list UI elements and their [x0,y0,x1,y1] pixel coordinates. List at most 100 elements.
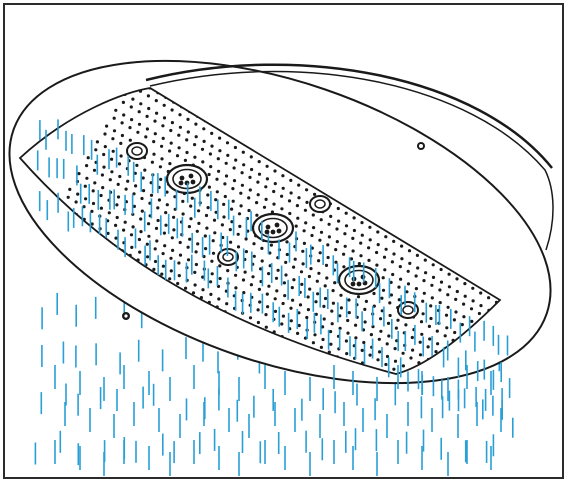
spray-hole [354,323,358,327]
spray-hole [91,189,95,193]
spray-hole [368,225,372,229]
spray-hole [183,158,187,162]
spray-hole [230,207,234,211]
spray-hole [280,207,284,211]
spray-hole [344,224,349,228]
spray-hole [201,160,205,164]
spray-hole [444,313,449,317]
spray-hole [147,234,151,238]
spray-hole [380,309,384,313]
spray-hole [439,280,444,284]
spray-hole [400,244,404,248]
spray-hole [313,192,317,196]
spray-hole [376,243,380,247]
spray-hole [172,215,176,219]
spray-hole [367,246,371,250]
spray-hole [136,130,140,134]
jet-hole [264,229,270,235]
spray-hole [194,122,198,126]
spray-hole [428,337,432,341]
spray-hole [405,290,409,294]
spray-hole [232,166,236,170]
spray-hole [139,217,143,221]
spray-hole [160,144,164,148]
spray-hole [256,308,260,312]
spray-hole [410,335,414,340]
spray-hole [325,276,329,280]
ring-nozzle-inner [314,199,326,209]
spray-hole [331,301,335,305]
spray-hole [359,254,363,258]
spray-hole [255,213,259,217]
spray-hole [398,265,402,269]
spray-hole [297,183,301,187]
jet-hole [276,228,282,234]
spray-hole [177,261,181,265]
spray-hole [147,222,151,226]
spray-hole [422,279,426,283]
spray-hole [289,319,293,323]
spray-hole [140,196,144,201]
spray-hole [178,113,182,117]
spray-hole [103,132,107,136]
spray-hole [168,149,172,153]
spray-hole [431,263,435,267]
spray-hole [169,269,173,273]
spray-hole [131,97,135,101]
spray-hole [189,204,193,208]
spray-hole [152,267,156,271]
spray-hole [249,283,253,287]
spray-hole [343,244,347,248]
spray-hole [122,113,126,117]
spray-hole [344,211,348,215]
spray-hole [204,213,209,218]
spray-hole [281,186,285,190]
spray-hole [389,280,393,284]
spray-hole [234,286,238,290]
spray-hole [230,220,234,224]
spray-hole [416,266,420,270]
spray-hole [206,206,210,210]
spray-hole [296,331,300,335]
spray-hole [252,254,256,258]
spray-hole [139,230,143,234]
spray-hole [196,242,200,246]
spray-hole [414,274,418,278]
spray-hole [173,195,177,199]
spray-hole [103,145,107,149]
spray-hole [349,257,354,261]
spray-hole [407,249,412,253]
spray-hole [293,257,297,261]
spray-hole [169,256,173,260]
spray-hole [187,225,191,229]
spray-hole [163,244,167,248]
spray-hole [463,282,467,286]
spray-hole [436,342,440,346]
spray-hole [208,152,212,156]
spray-hole [290,286,294,290]
spray-hole [479,304,483,308]
spray-hole [406,282,411,286]
spray-hole [460,323,464,327]
spray-hole [296,216,300,220]
spray-hole [224,174,229,178]
spray-hole [280,322,284,326]
spray-hole [144,135,148,139]
spray-hole [90,222,94,226]
spray-hole [138,89,143,93]
spray-hole [220,223,224,227]
spray-hole [224,161,228,165]
spray-hole [323,296,328,301]
spray-hole [334,248,338,252]
spray-hole [354,336,358,340]
spray-hole [128,138,132,142]
spray-hole [126,179,130,183]
spray-hole [218,264,222,268]
spray-hole [439,267,443,272]
spray-hole [238,224,242,228]
spray-hole [177,133,181,137]
rain-front-layer [36,119,514,476]
spray-hole [200,147,205,151]
spray-hole [384,362,388,367]
spray-hole [181,212,185,216]
